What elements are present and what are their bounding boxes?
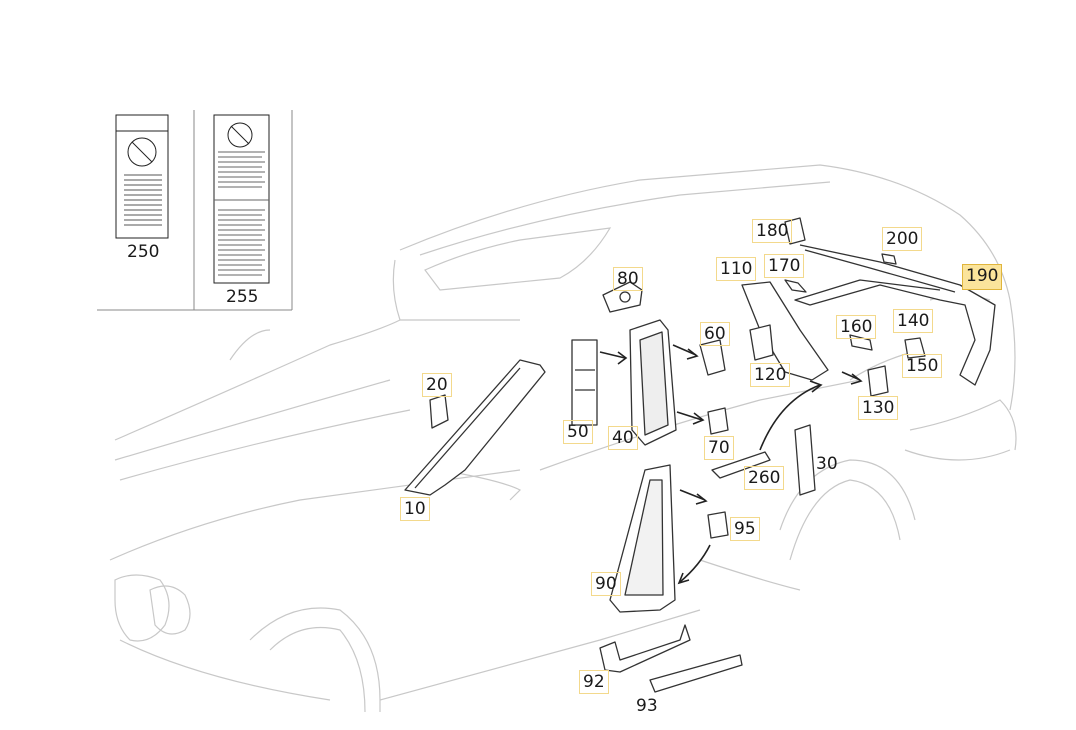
callout-93[interactable]: 93 [636,696,658,716]
part-200-screw [881,253,897,265]
callout-250[interactable]: 250 [127,242,160,262]
arrows [599,344,863,585]
callout-120[interactable]: 120 [750,363,791,387]
callout-140[interactable]: 140 [893,309,934,333]
part-50-panel [571,339,598,426]
callout-70[interactable]: 70 [704,436,734,460]
part-260-bracket [711,451,771,479]
part-180-clip [784,217,806,245]
callout-60[interactable]: 60 [700,322,730,346]
car-outline [109,164,1017,713]
part-150-clip [904,337,926,359]
callout-95[interactable]: 95 [730,517,760,541]
part-92-bracket [599,624,691,673]
part-93-bracket [649,654,743,693]
callout-90[interactable]: 90 [591,572,621,596]
warning-label-250 [115,114,169,239]
part-130-clip [867,365,889,397]
callout-260[interactable]: 260 [744,466,785,490]
callout-130[interactable]: 130 [858,396,899,420]
callout-150[interactable]: 150 [902,354,943,378]
callout-20[interactable]: 20 [422,373,452,397]
part-80-cover [602,281,643,313]
part-95-clip [707,511,729,539]
callout-110[interactable]: 110 [716,257,757,281]
callout-50[interactable]: 50 [563,420,593,444]
part-120-clip [749,324,774,361]
callout-10[interactable]: 10 [400,497,430,521]
callout-200[interactable]: 200 [882,227,923,251]
callout-255[interactable]: 255 [226,287,259,307]
callout-170[interactable]: 170 [764,254,805,278]
callout-190[interactable]: 190 [962,264,1003,290]
callout-30[interactable]: 30 [816,454,838,474]
callout-180[interactable]: 180 [752,219,793,243]
part-60-clip [699,339,726,376]
part-10-a-pillar [404,359,546,496]
warning-label-255 [213,114,270,284]
part-170-screw [784,279,807,293]
callout-92[interactable]: 92 [579,670,609,694]
callout-80[interactable]: 80 [613,267,643,291]
part-70-clip [707,407,729,435]
part-20-clip [429,394,449,429]
parts [404,217,996,693]
callout-40[interactable]: 40 [608,426,638,450]
label-panel-frame [97,110,293,311]
part-190-roof-rail [794,244,996,386]
part-30-rail [794,424,816,496]
callout-160[interactable]: 160 [836,315,877,339]
